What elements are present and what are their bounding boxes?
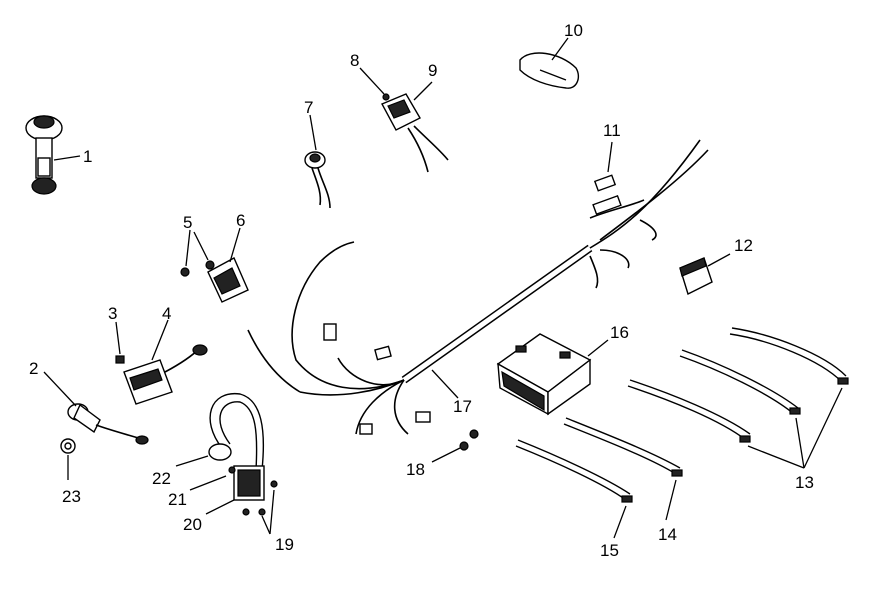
callout-21: 21 xyxy=(168,490,187,509)
part-7-bulb-socket xyxy=(304,151,331,209)
part-9-module xyxy=(381,93,449,173)
part-6-cdi-box xyxy=(207,257,249,303)
callout-19: 19 xyxy=(275,535,294,554)
callout-8: 8 xyxy=(350,51,360,70)
callout-2: 2 xyxy=(29,359,39,378)
callout-7: 7 xyxy=(304,98,314,117)
part-20-ignition-coil xyxy=(208,393,278,516)
callout-15: 15 xyxy=(600,541,619,560)
callout-1: 1 xyxy=(83,147,93,166)
part-14-strap xyxy=(563,417,683,477)
callout-13: 13 xyxy=(795,473,814,492)
part-11-fuse xyxy=(593,174,617,192)
callout-9: 9 xyxy=(428,61,438,80)
callout-22: 22 xyxy=(152,469,171,488)
part-21-fastener xyxy=(228,466,236,474)
callout-17: 17 xyxy=(453,397,472,416)
part-13-straps xyxy=(627,327,849,443)
part-1-switch-housing xyxy=(25,115,63,195)
part-5-screw-a xyxy=(180,267,190,277)
callout-11: 11 xyxy=(603,121,621,140)
callout-10: 10 xyxy=(564,21,583,40)
callout-3: 3 xyxy=(108,304,118,323)
callout-5: 5 xyxy=(183,213,193,232)
part-17-wire-harness xyxy=(247,139,709,435)
callout-6: 6 xyxy=(236,211,246,230)
part-15-strap xyxy=(515,439,633,503)
callout-18: 18 xyxy=(406,460,425,479)
part-18-bolts xyxy=(459,429,479,451)
part-10-cover xyxy=(519,52,580,89)
part-4-regulator xyxy=(123,344,208,405)
part-8-fastener xyxy=(382,93,390,101)
callout-23: 23 xyxy=(62,487,81,506)
callout-20: 20 xyxy=(183,515,202,534)
part-12-relay xyxy=(679,257,713,295)
callout-14: 14 xyxy=(658,525,677,544)
part-16-battery xyxy=(496,333,592,416)
part-2-key-switch xyxy=(67,403,149,445)
callout-12: 12 xyxy=(734,236,753,255)
callout-4: 4 xyxy=(162,304,172,323)
callout-16: 16 xyxy=(610,323,629,342)
part-5-screw-b xyxy=(205,260,215,270)
part-3-screw xyxy=(115,355,125,364)
